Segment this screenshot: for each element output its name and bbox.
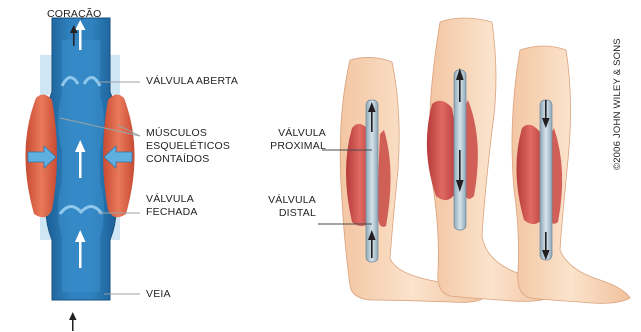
label-distal-valve-line-2: DISTAL: [256, 207, 316, 220]
label-proximal-valve: VÁLVULA PROXIMAL: [262, 127, 326, 153]
label-closed-valve-line-2: FECHADA: [146, 206, 198, 219]
label-muscles: MÚSCULOS ESQUELÉTICOS CONTAÍDOS: [146, 127, 230, 166]
label-vein: VEIA: [146, 288, 171, 301]
label-muscles-line-1: MÚSCULOS: [146, 127, 230, 140]
label-distal-valve-line-1: VÁLVULA: [256, 194, 316, 207]
label-open-valve: VÁLVULA ABERTA: [146, 75, 238, 88]
vein-diagram: [25, 18, 140, 331]
label-proximal-valve-line-2: PROXIMAL: [262, 140, 326, 153]
label-distal-valve: VÁLVULA DISTAL: [256, 194, 316, 220]
label-closed-valve-line-1: VÁLVULA: [146, 193, 198, 206]
leg-2-muscle: [427, 101, 457, 200]
label-proximal-valve-line-1: VÁLVULA: [262, 127, 326, 140]
label-closed-valve: VÁLVULA FECHADA: [146, 193, 198, 219]
label-muscles-line-3: CONTAÍDOS: [146, 153, 230, 166]
inflow-arrow: [69, 312, 77, 331]
label-muscles-line-2: ESQUELÉTICOS: [146, 140, 230, 153]
label-heart: CORAÇÃO: [47, 8, 102, 21]
copyright-notice: ©2006 JOHN WILEY & SONS: [612, 38, 623, 170]
